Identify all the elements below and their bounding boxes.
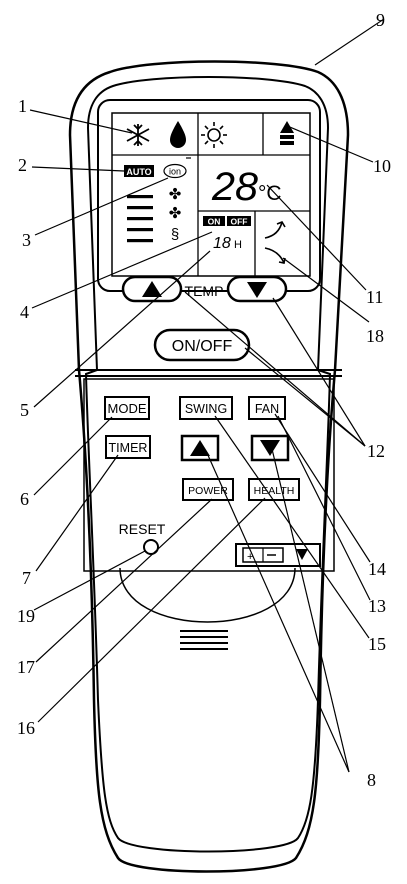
lcd-frame xyxy=(97,99,321,292)
timer-value: 18 xyxy=(213,235,231,252)
ion-label: ion xyxy=(169,167,181,177)
callout-15: 15 xyxy=(368,634,386,654)
battery-cover-cutout xyxy=(119,567,296,623)
auto-label: AUTO xyxy=(126,167,151,177)
down-arrow-icon xyxy=(260,440,280,456)
up-arrow-icon xyxy=(142,281,162,297)
fan-speed-bars xyxy=(127,195,153,243)
temperature-digits: 28 xyxy=(211,165,259,209)
up-arrow-icon xyxy=(190,440,210,456)
timer-on-badge xyxy=(203,216,225,226)
callout-12: 12 xyxy=(367,441,385,461)
droplet-icon xyxy=(170,121,186,148)
callout-11: 11 xyxy=(366,287,383,307)
on-off-button[interactable] xyxy=(153,328,251,362)
timer-unit: H xyxy=(234,239,242,251)
mode-button[interactable] xyxy=(104,396,150,420)
battery-polarity-icon: + xyxy=(247,551,253,563)
down-arrow-icon xyxy=(247,282,267,298)
fan-icon: § xyxy=(171,226,179,243)
callout-8: 8 xyxy=(367,770,376,790)
callout-9: 9 xyxy=(376,10,385,30)
snowflake-icon xyxy=(126,124,150,146)
callout-14: 14 xyxy=(368,559,386,579)
fan-speed-icons: ✤ ✤ § xyxy=(169,186,182,243)
fan-label: FAN xyxy=(255,402,279,416)
callout-17: 17 xyxy=(17,657,35,677)
mode-label: MODE xyxy=(108,401,147,416)
remote-outer-shell xyxy=(68,60,350,873)
lcd-display: AUTO ion ✤ ✤ § 28 °C ON OFF 18 H xyxy=(97,99,321,292)
grip-lines xyxy=(180,630,228,650)
callout-4: 4 xyxy=(20,302,29,322)
temperature-unit: °C xyxy=(258,182,282,205)
reset-button[interactable] xyxy=(143,539,159,555)
ion-badge xyxy=(163,163,187,179)
sun-icon xyxy=(201,122,227,148)
callout-13: 13 xyxy=(368,596,386,616)
remote-body xyxy=(68,60,350,873)
lcd-screen xyxy=(111,112,311,277)
fan-button[interactable] xyxy=(248,396,286,420)
callout-numbers: 1 2 3 4 5 6 7 8 9 10 11 12 13 14 15 16 1… xyxy=(17,10,391,790)
auto-badge xyxy=(124,165,154,177)
timer-button[interactable] xyxy=(105,435,151,459)
callout-16: 16 xyxy=(17,718,35,738)
callout-1: 1 xyxy=(18,96,27,116)
swing-flap-icon xyxy=(264,221,286,264)
callout-6: 6 xyxy=(20,489,29,509)
health-label: HEALTH xyxy=(254,485,295,497)
down-arrow-icon xyxy=(296,549,308,560)
fan-icon: ✤ xyxy=(169,205,182,222)
transmit-signal-icon xyxy=(280,121,294,145)
timer-label: TIMER xyxy=(109,441,148,455)
on-off-label: ON/OFF xyxy=(172,338,233,355)
temp-controls: TEMP xyxy=(121,275,288,303)
callout-3: 3 xyxy=(22,230,31,250)
remote-inner-panel xyxy=(84,76,332,853)
callout-19: 19 xyxy=(17,606,35,626)
callout-5: 5 xyxy=(20,400,29,420)
timer-off-badge xyxy=(227,216,251,226)
fan-icon: ✤ xyxy=(169,186,182,203)
reset-label: RESET xyxy=(119,521,166,537)
timer-off-label: OFF xyxy=(231,217,248,227)
temp-label: TEMP xyxy=(185,283,224,299)
lower-button-panel xyxy=(83,378,335,572)
callout-2: 2 xyxy=(18,155,27,175)
power-label: POWER xyxy=(188,485,228,497)
callout-7: 7 xyxy=(22,568,31,588)
timer-on-label: ON xyxy=(208,217,221,227)
callout-leaders xyxy=(29,18,385,773)
callout-18: 18 xyxy=(366,326,384,346)
swing-label: SWING xyxy=(185,402,227,416)
swing-button[interactable] xyxy=(179,396,233,420)
callout-10: 10 xyxy=(373,156,391,176)
